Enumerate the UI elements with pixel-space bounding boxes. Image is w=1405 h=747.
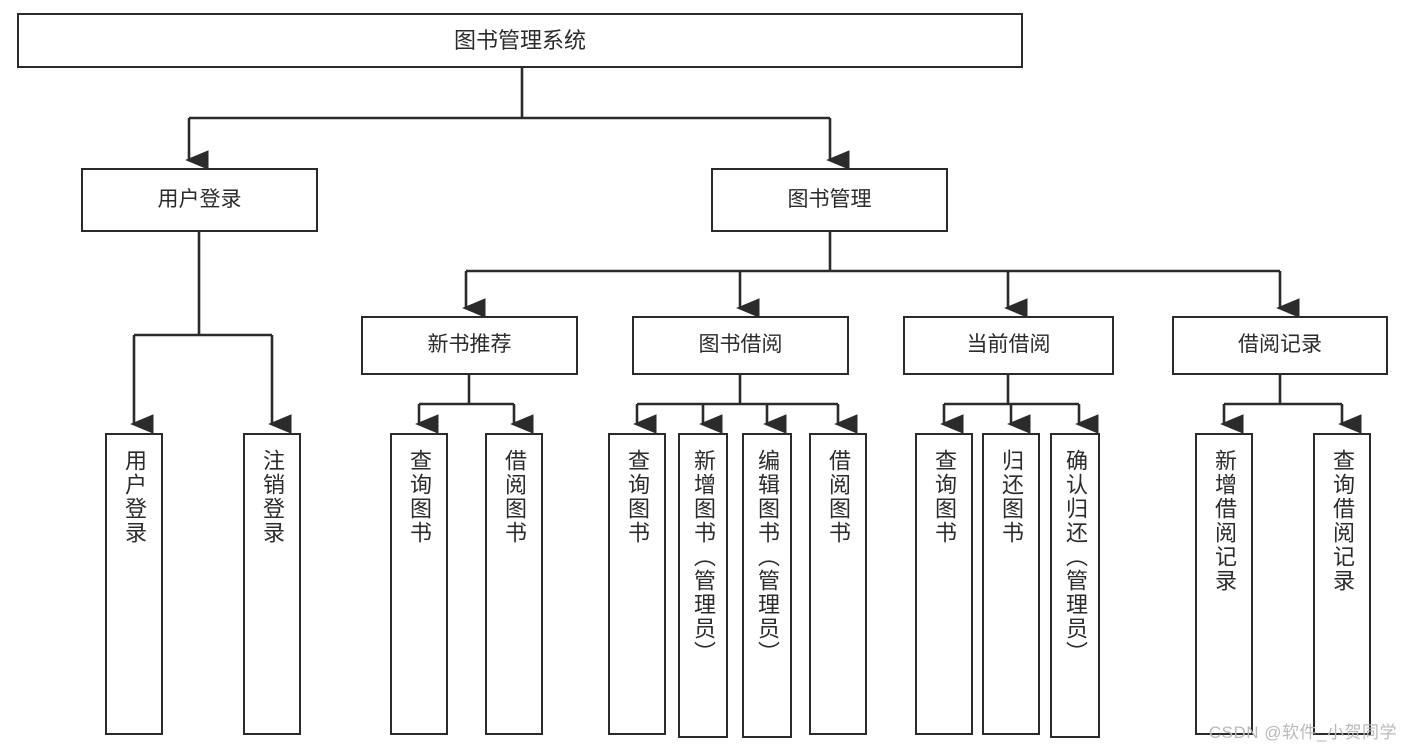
node-label: 编辑图书（管理员） — [755, 449, 780, 665]
leaf-borrow-query-book[interactable]: 查询图书 — [608, 433, 666, 735]
node-label: 注销登录 — [260, 449, 285, 545]
node-current-borrow[interactable]: 当前借阅 — [903, 316, 1114, 375]
leaf-borrow-add-book-admin[interactable]: 新增图书（管理员） — [678, 433, 728, 738]
leaf-user-login-signout[interactable]: 注销登录 — [243, 433, 301, 735]
node-label: 用户登录 — [157, 187, 242, 211]
node-new-book-recommend[interactable]: 新书推荐 — [361, 316, 578, 375]
node-book-management[interactable]: 图书管理 — [711, 168, 948, 232]
node-label: 图书借阅 — [698, 333, 783, 357]
leaf-new-book-borrow[interactable]: 借阅图书 — [485, 433, 543, 735]
node-label: 借阅图书 — [826, 449, 851, 545]
node-label: 借阅图书 — [502, 449, 527, 545]
leaf-borrow-edit-book-admin[interactable]: 编辑图书（管理员） — [742, 433, 792, 738]
node-label: 新增图书（管理员） — [691, 449, 716, 665]
leaf-borrow-borrow-book[interactable]: 借阅图书 — [809, 433, 867, 735]
node-label: 查询借阅记录 — [1330, 449, 1355, 593]
node-label: 图书管理系统 — [453, 27, 586, 53]
node-root-system[interactable]: 图书管理系统 — [17, 13, 1023, 68]
node-label: 查询图书 — [932, 449, 957, 545]
node-label: 新增借阅记录 — [1212, 449, 1237, 593]
leaf-record-query-record[interactable]: 查询借阅记录 — [1313, 433, 1371, 735]
node-book-borrow[interactable]: 图书借阅 — [632, 316, 849, 375]
node-label: 新书推荐 — [427, 333, 512, 357]
node-label: 归还图书 — [999, 449, 1024, 545]
node-label: 借阅记录 — [1238, 333, 1322, 357]
node-label: 确认归还（管理员） — [1063, 449, 1088, 665]
node-borrow-record[interactable]: 借阅记录 — [1172, 316, 1388, 375]
leaf-new-book-query[interactable]: 查询图书 — [390, 433, 448, 735]
node-user-login[interactable]: 用户登录 — [81, 168, 318, 232]
leaf-current-return-book[interactable]: 归还图书 — [982, 433, 1040, 735]
leaf-current-confirm-return-admin[interactable]: 确认归还（管理员） — [1050, 433, 1100, 738]
node-label: 查询图书 — [407, 449, 432, 545]
leaf-user-login-signin[interactable]: 用户登录 — [105, 433, 163, 735]
node-label: 当前借阅 — [966, 333, 1051, 357]
node-label: 查询图书 — [625, 449, 650, 545]
leaf-record-add-record[interactable]: 新增借阅记录 — [1195, 433, 1253, 735]
node-label: 图书管理 — [787, 187, 872, 211]
node-label: 用户登录 — [122, 449, 147, 545]
leaf-current-query-book[interactable]: 查询图书 — [915, 433, 973, 735]
